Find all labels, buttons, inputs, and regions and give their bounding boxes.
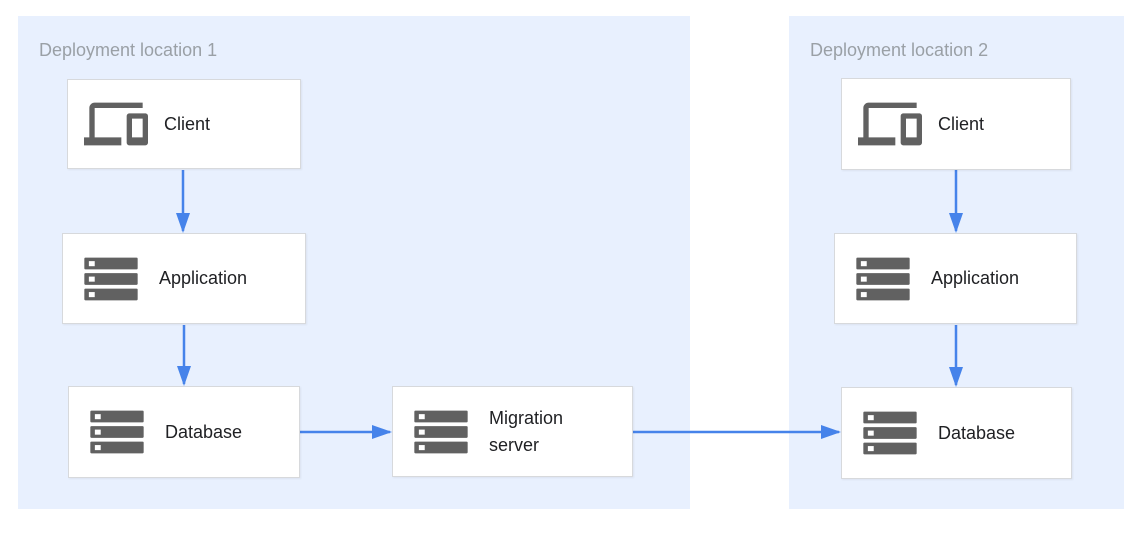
node-application-2: Application [834,233,1077,324]
server-icon [85,400,149,464]
devices-icon [84,92,148,156]
node-label: Client [938,113,985,134]
region-2-label: Deployment location 2 [810,40,989,60]
node-label: Database [165,421,243,442]
devices-icon [858,92,922,156]
node-label: Application [159,268,248,288]
server-icon [851,247,915,311]
node-client-1: Client [67,79,301,169]
node-migration-server: Migration server [392,386,633,477]
node-label: Migration server [489,407,564,455]
server-icon [79,247,143,311]
server-icon [858,401,922,465]
node-label: Application [931,268,1020,288]
node-database-2: Database [841,387,1072,479]
node-client-2: Client [841,78,1071,170]
node-label: Client [164,113,211,134]
node-database-1: Database [68,386,300,478]
server-icon [409,400,473,464]
node-label: Database [938,422,1016,443]
node-application-1: Application [62,233,306,324]
region-1-label: Deployment location 1 [39,40,218,60]
